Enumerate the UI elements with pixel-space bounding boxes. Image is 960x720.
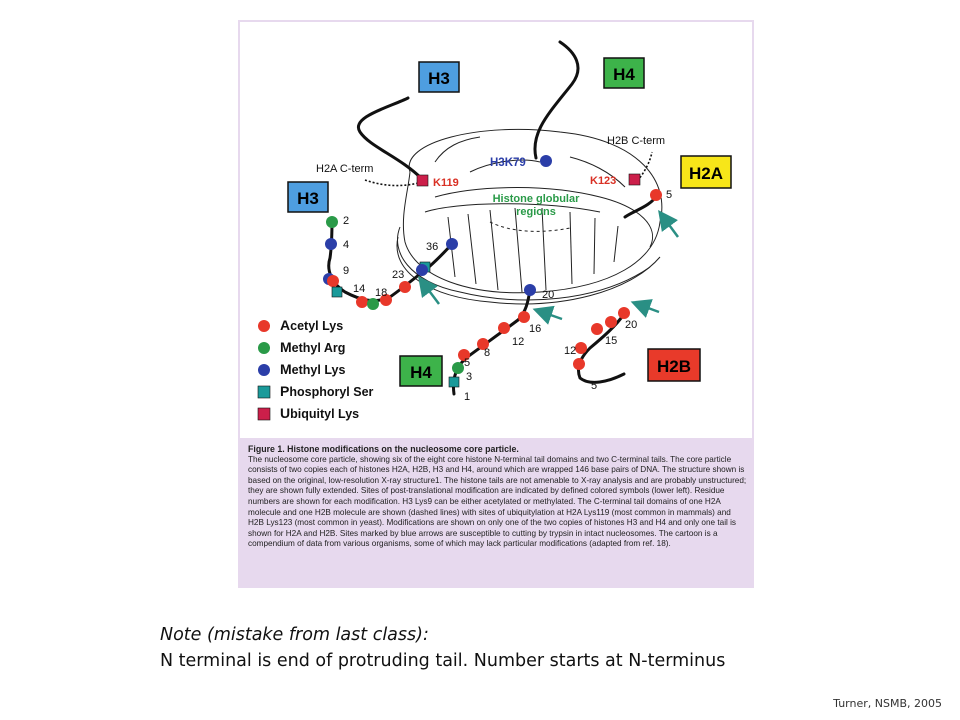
residue-number: 36 (426, 241, 438, 253)
histone-box-h2a: H2A (680, 155, 732, 189)
residue-number: 18 (375, 287, 387, 299)
h2a-cterm-label: H2A C-term (316, 163, 373, 175)
residue-numbers: 2 4 9 14 18 23 36 1 3 5 8 12 16 20 5 5 1… (343, 189, 672, 403)
svg-text:H3: H3 (297, 189, 319, 208)
residue-number: 5 (464, 357, 470, 369)
legend-item-methyl-arg: Methyl Arg (258, 339, 345, 355)
residue-number: 5 (666, 189, 672, 201)
svg-text:H2B: H2B (657, 357, 691, 376)
slide-note: Note (mistake from last class): N termin… (160, 622, 920, 674)
source-credit: Turner, NSMB, 2005 (833, 697, 942, 710)
svg-text:Ubiquityl Lys: Ubiquityl Lys (280, 405, 359, 421)
residue-number: 16 (529, 323, 541, 335)
nucleosome-diagram: H3 H4 H2A H3 H4 H2B H2A (240, 22, 752, 438)
histone-box-h3-left: H3 (287, 181, 329, 213)
trypsin-arrow-icon (630, 299, 660, 318)
legend-item-phosphoryl-ser: Phosphoryl Ser (257, 383, 374, 399)
globular-label-1: Histone globular (493, 193, 581, 205)
residue-number: 12 (564, 345, 576, 357)
histone-box-h3-top: H3 (418, 61, 460, 93)
legend-item-ubiquityl-lys: Ubiquityl Lys (257, 405, 359, 421)
note-heading: Note (mistake from last class): (160, 625, 429, 645)
note-body: N terminal is end of protruding tail. Nu… (160, 651, 726, 671)
figure-caption: Figure 1. Histone modifications on the n… (248, 444, 748, 550)
svg-text:H2A: H2A (689, 164, 723, 183)
residue-number: 20 (542, 289, 554, 301)
k123-label: K123 (590, 175, 616, 187)
svg-text:Phosphoryl Ser: Phosphoryl Ser (280, 383, 374, 399)
svg-text:H4: H4 (410, 363, 432, 382)
globular-label-2: regions (516, 206, 556, 218)
residue-number: 4 (343, 239, 349, 251)
residue-number: 1 (464, 391, 470, 403)
histone-box-h4-bottom: H4 (399, 355, 443, 387)
svg-text:H3: H3 (428, 69, 450, 88)
residue-number: 14 (353, 283, 365, 295)
trypsin-arrow-icon (532, 305, 563, 325)
residue-number: 5 (591, 380, 597, 392)
modification-markers (323, 155, 662, 388)
residue-number: 2 (343, 215, 349, 227)
svg-text:Methyl Arg: Methyl Arg (280, 339, 345, 355)
caption-body: The nucleosome core particle, showing si… (248, 454, 747, 549)
caption-title: Figure 1. Histone modifications on the n… (248, 444, 519, 454)
residue-number: 12 (512, 336, 524, 348)
residue-number: 20 (625, 319, 637, 331)
h3k79-label: H3K79 (490, 157, 526, 169)
h2b-cterm-label: H2B C-term (607, 135, 665, 147)
residue-number: 9 (343, 265, 349, 277)
svg-text:Methyl Lys: Methyl Lys (280, 361, 345, 377)
trypsin-arrow-icon (418, 276, 440, 305)
histone-box-h2b: H2B (647, 348, 701, 382)
trypsin-arrow-icon (658, 209, 680, 238)
svg-text:H4: H4 (613, 65, 635, 84)
histone-box-h4-top: H4 (603, 57, 645, 89)
legend-item-methyl-lys: Methyl Lys (258, 361, 345, 377)
legend: Acetyl Lys Methyl Arg Methyl Lys Phospho… (257, 317, 374, 421)
nucleosome-core (396, 128, 663, 305)
legend-item-acetyl-lys: Acetyl Lys (258, 317, 343, 333)
residue-number: 15 (605, 335, 617, 347)
residue-number: 3 (466, 371, 472, 383)
residue-number: 23 (392, 269, 404, 281)
svg-text:Acetyl Lys: Acetyl Lys (280, 317, 343, 333)
residue-number: 8 (484, 347, 490, 359)
k119-label: K119 (433, 177, 459, 189)
nucleosome-figure: H3 H4 H2A H3 H4 H2B H2A (238, 20, 754, 588)
trypsin-arrows (418, 209, 680, 325)
